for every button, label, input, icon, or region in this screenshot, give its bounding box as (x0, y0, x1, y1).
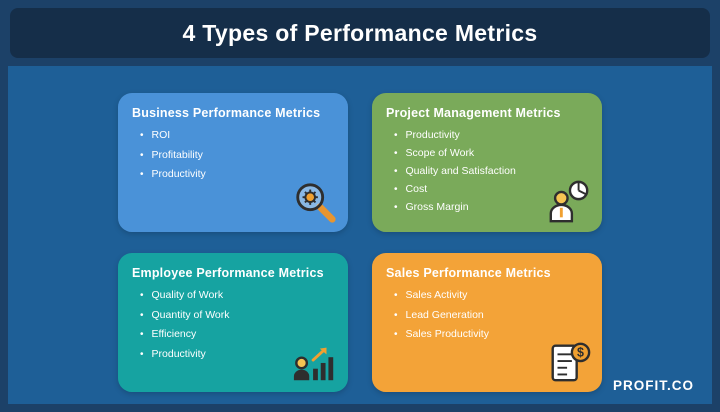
list-item: •Quantity of Work (140, 308, 230, 321)
list-item: •Profitability (140, 148, 203, 161)
person-barchart-icon (293, 347, 334, 381)
main-panel: Business Performance Metrics •ROI •Profi… (8, 66, 712, 404)
bullet-dot: • (140, 169, 144, 180)
bullet-dot: • (394, 184, 398, 195)
list-item: •ROI (140, 129, 171, 141)
list-item: •Sales Activity (394, 289, 468, 301)
list-item: •Lead Generation (394, 308, 484, 321)
list-item: •Quality of Work (140, 289, 224, 301)
bullet-dot: • (394, 309, 398, 321)
card-sales-performance: Sales Performance Metrics •Sales Activit… (372, 253, 602, 392)
list-item: •Quality and Satisfaction (394, 165, 516, 177)
page-title: 4 Types of Performance Metrics (182, 19, 538, 46)
bullet-dot: • (140, 130, 144, 141)
document-dollar-icon: $ (551, 342, 591, 382)
list-item: •Productivity (394, 129, 460, 141)
bullet-dot: • (394, 329, 398, 340)
svg-text:$: $ (577, 346, 584, 360)
card-business-performance: Business Performance Metrics •ROI •Profi… (118, 93, 348, 232)
magnifier-gear-icon (296, 183, 336, 223)
list-item: •Productivity (140, 347, 206, 360)
list-item: •Efficiency (140, 328, 197, 340)
card-title: Project Management Metrics (386, 106, 561, 120)
card-bullet-list: •Quality of Work •Quantity of Work •Effi… (132, 289, 334, 360)
list-item: •Cost (394, 183, 428, 195)
card-title: Sales Performance Metrics (386, 266, 551, 280)
bullet-dot: • (394, 148, 398, 159)
list-item: •Productivity (140, 168, 206, 180)
card-bullet-list: •Sales Activity •Lead Generation •Sales … (386, 289, 588, 341)
card-bullet-list: •ROI •Profitability •Productivity (132, 129, 334, 181)
bullet-dot: • (394, 166, 398, 177)
bullet-dot: • (394, 202, 398, 213)
list-item: •Sales Productivity (394, 328, 489, 340)
bullet-dot: • (140, 309, 144, 321)
card-title: Employee Performance Metrics (132, 266, 324, 280)
bullet-dot: • (394, 290, 398, 301)
list-item: •Gross Margin (394, 201, 469, 213)
bullet-dot: • (140, 149, 144, 161)
bullet-dot: • (140, 329, 144, 340)
person-piechart-icon (549, 180, 589, 223)
bullet-dot: • (140, 348, 144, 360)
card-project-management: Project Management Metrics •Productivity… (372, 93, 602, 232)
brand-logo: PROFIT.CO (612, 378, 694, 393)
list-item: •Scope of Work (394, 147, 475, 159)
header-bar: 4 Types of Performance Metrics (10, 8, 710, 58)
card-employee-performance: Employee Performance Metrics •Quality of… (118, 253, 348, 392)
bullet-dot: • (394, 130, 398, 141)
cards-grid: Business Performance Metrics •ROI •Profi… (118, 93, 602, 392)
card-bullet-list: •Productivity •Scope of Work •Quality an… (386, 129, 588, 214)
bullet-dot: • (140, 290, 144, 301)
card-title: Business Performance Metrics (132, 106, 321, 120)
